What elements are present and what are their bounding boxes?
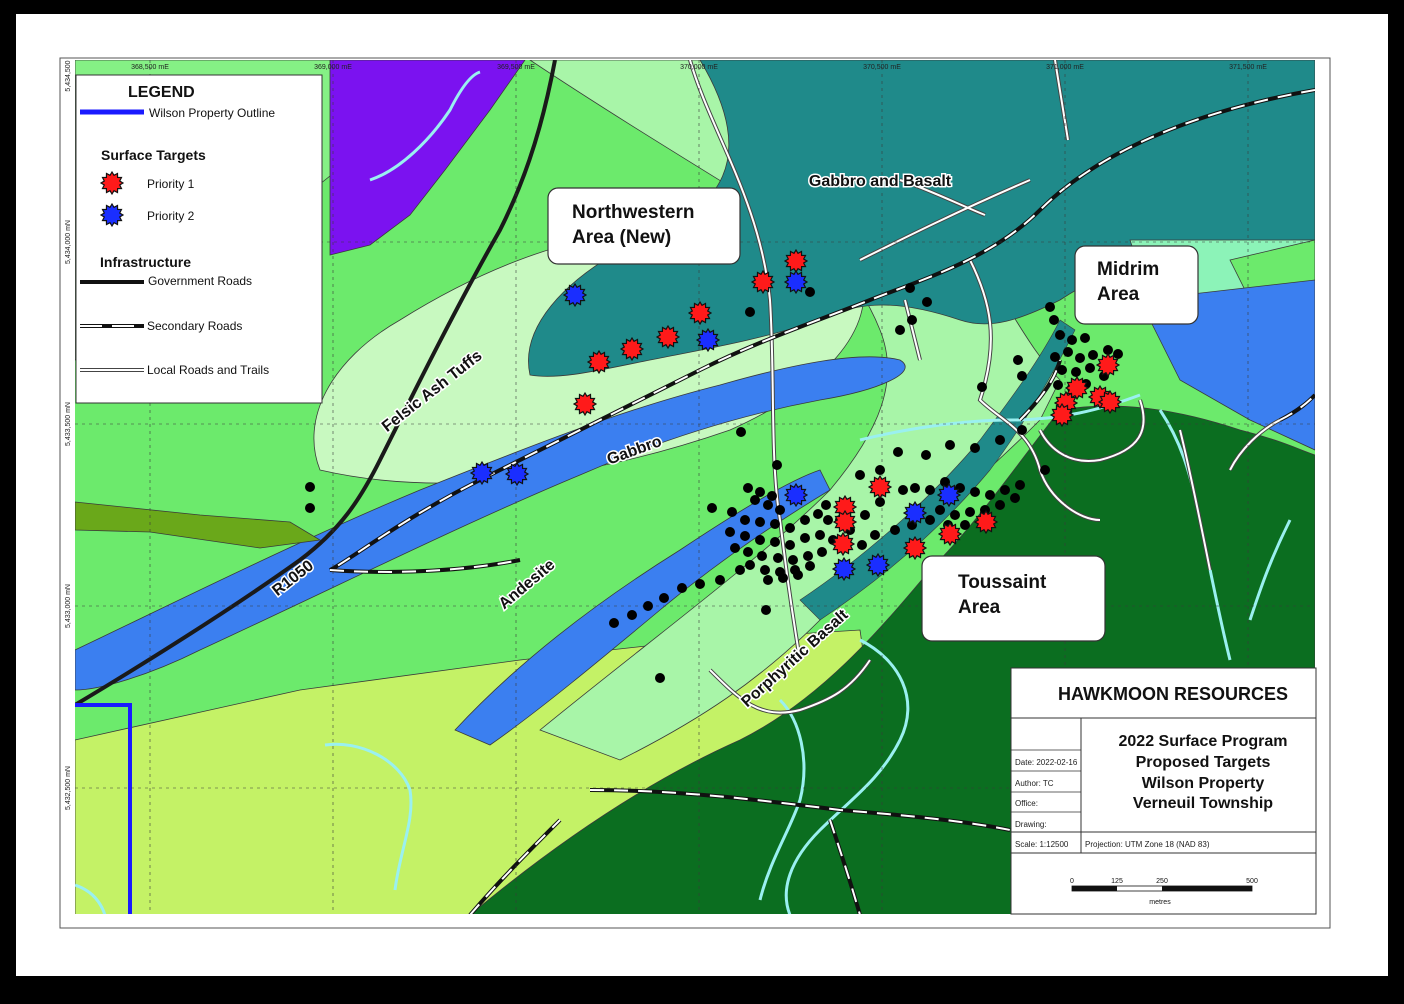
priority1-target-icon (572, 391, 598, 417)
legend-priority2-star-icon (99, 202, 125, 228)
scale-tick-0: 0 (1070, 878, 1074, 885)
unit-gabbro-dyke (75, 356, 906, 691)
priority2-target-icon (562, 282, 588, 308)
map-projection: Projection: UTM Zone 18 (NAD 83) (1085, 840, 1210, 849)
priority2-target-icon (783, 269, 809, 295)
easting-label-2: 369,000 mE (314, 64, 352, 71)
priority2-target-icon (831, 556, 857, 582)
legend-priority1-star-icon (99, 170, 125, 196)
legend-secondary-roads: Secondary Roads (147, 319, 242, 333)
callout-northwestern-line1: Northwestern (572, 202, 694, 223)
priority2-target-icon (865, 552, 891, 578)
map-drawing: Drawing: (1015, 820, 1047, 829)
map-scale: Scale: 1:12500 (1015, 840, 1069, 849)
legend-priority1: Priority 1 (147, 177, 195, 191)
scale-tick-250: 250 (1156, 878, 1168, 885)
northing-label-5: 5,432,500 mN (65, 766, 72, 810)
priority1-target-icon (586, 349, 612, 375)
priority2-target-icon (783, 482, 809, 508)
priority2-target-icon (936, 482, 962, 508)
priority1-target-icon (832, 509, 858, 535)
callout-midrim-line2: Area (1097, 284, 1140, 305)
map-title-line3: Wilson Property (1142, 775, 1265, 792)
easting-labels: 368,500 mE 369,000 mE 369,500 mE 370,000… (131, 64, 1267, 71)
priority1-targets (572, 248, 1123, 561)
easting-label-4: 370,000 mE (680, 64, 718, 71)
legend-priority2-swatch (99, 202, 125, 228)
unit-olive-wedge (75, 501, 322, 549)
priority1-target-icon (867, 474, 893, 500)
priority1-target-icon (902, 535, 928, 561)
priority1-target-icon (973, 509, 999, 535)
callout-toussaint: Toussaint Area (921, 555, 1106, 642)
map-office: Office: (1015, 799, 1038, 808)
northing-label-2: 5,434,000 mN (65, 220, 72, 264)
priority2-target-icon (902, 500, 928, 526)
priority1-target-icon (1049, 402, 1075, 428)
scale-tick-125: 125 (1111, 878, 1123, 885)
callout-northwestern: Northwestern Area (New) (547, 187, 741, 265)
northing-label-1: 5,434,500 (65, 60, 72, 91)
legend-infrastructure: Infrastructure (100, 254, 191, 270)
scale-unit: metres (1149, 899, 1171, 906)
priority1-target-icon (687, 300, 713, 326)
local-roads (688, 60, 1281, 715)
label-gabbro-and-basalt: Gabbro and Basalt (809, 173, 952, 190)
map-author: Author: TC (1015, 779, 1054, 788)
northing-labels: 5,434,500 5,434,000 mN 5,433,500 mN 5,43… (65, 60, 72, 810)
priority1-target-icon (619, 336, 645, 362)
priority1-target-icon (750, 269, 776, 295)
priority1-target-icon (655, 324, 681, 350)
secondary-roads (329, 88, 1315, 914)
scale-tick-500: 500 (1246, 878, 1258, 885)
legend-property-outline: Wilson Property Outline (149, 106, 275, 120)
company-name: HAWKMOON RESOURCES (1058, 684, 1288, 704)
easting-label-7: 371,500 mE (1229, 64, 1267, 71)
easting-label-3: 369,500 mE (497, 64, 535, 71)
scale-bar: 0 125 250 500 metres (1070, 878, 1258, 906)
priority2-target-icon (695, 327, 721, 353)
easting-label-5: 370,500 mE (863, 64, 901, 71)
unit-purple (329, 60, 526, 256)
legend: LEGEND Wilson Property Outline Surface T… (75, 74, 323, 404)
map-date: Date: 2022-02-16 (1015, 758, 1078, 767)
callout-northwestern-line2: Area (New) (572, 227, 671, 248)
title-block: HAWKMOON RESOURCES 2022 Surface Program … (1010, 667, 1317, 915)
priority1-target-icon (1097, 389, 1123, 415)
northing-label-4: 5,433,000 mN (65, 584, 72, 628)
legend-local-roads: Local Roads and Trails (147, 363, 269, 377)
legend-priority1-swatch (99, 170, 125, 196)
callout-midrim-line1: Midrim (1097, 259, 1159, 280)
legend-title: LEGEND (128, 84, 195, 101)
priority2-target-icon (469, 460, 495, 486)
easting-label-1: 368,500 mE (131, 64, 169, 71)
unit-gabbro-lower (454, 469, 831, 746)
priority1-target-icon (830, 531, 856, 557)
map-title-line4: Verneuil Township (1133, 795, 1273, 812)
government-road-r1050 (75, 60, 557, 707)
map-title-line2: Proposed Targets (1136, 754, 1271, 771)
map-title-line1: 2022 Surface Program (1119, 733, 1288, 750)
wilson-property-outline (75, 703, 132, 914)
callout-toussaint-line1: Toussaint (958, 572, 1047, 593)
priority2-targets (469, 269, 962, 582)
priority1-target-icon (937, 521, 963, 547)
legend-surface-targets: Surface Targets (101, 147, 206, 163)
priority1-target-icon (1095, 352, 1121, 378)
callout-toussaint-line2: Area (958, 597, 1001, 618)
legend-government-roads: Government Roads (148, 274, 252, 288)
callout-midrim: Midrim Area (1074, 245, 1199, 325)
northing-label-3: 5,433,500 mN (65, 402, 72, 446)
legend-priority2: Priority 2 (147, 209, 195, 223)
easting-label-6: 371,000 mE (1046, 64, 1084, 71)
priority1-target-icon (783, 248, 809, 274)
priority2-target-icon (504, 461, 530, 487)
